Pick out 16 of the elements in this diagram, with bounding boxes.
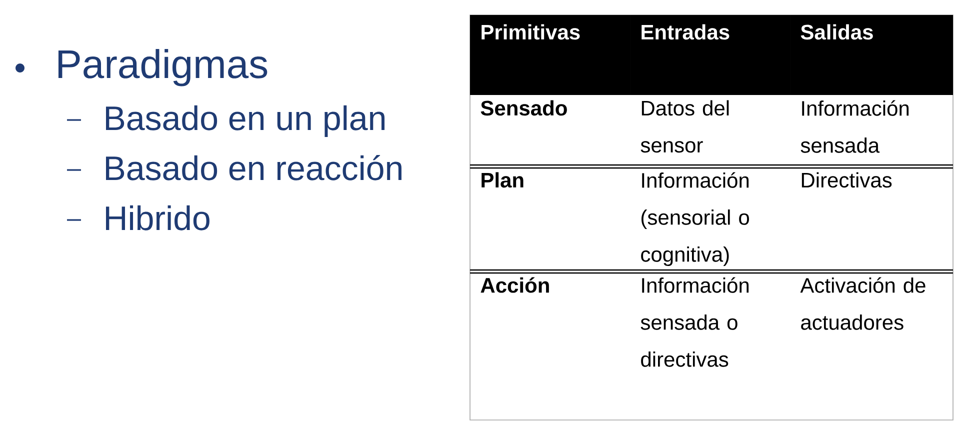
table-header-cell: Salidas xyxy=(790,15,953,95)
table-header-cell: Primitivas xyxy=(470,15,630,95)
table-cell: Información (sensorial o cognitiva) xyxy=(641,172,749,266)
bullet-text: Basado en reacción xyxy=(106,154,402,180)
table-cell: Datos del sensor xyxy=(640,100,729,153)
bullet-text: Basado en un plan xyxy=(106,105,384,138)
bullet-text: Paradigmas xyxy=(58,49,268,86)
table-cell: Plan xyxy=(482,172,524,188)
table-cell: Directivas xyxy=(802,172,892,188)
table-cell: Acción xyxy=(480,277,549,293)
table-cell: Sensado xyxy=(480,100,567,116)
table-cell: Información sensada xyxy=(800,100,909,153)
bullet-text: Hibrido xyxy=(106,205,210,230)
table-cell: Activación de actuadores xyxy=(800,277,926,330)
table-cell: Información sensada o directivas xyxy=(640,277,749,367)
table-header-cell: Entradas xyxy=(630,15,790,95)
